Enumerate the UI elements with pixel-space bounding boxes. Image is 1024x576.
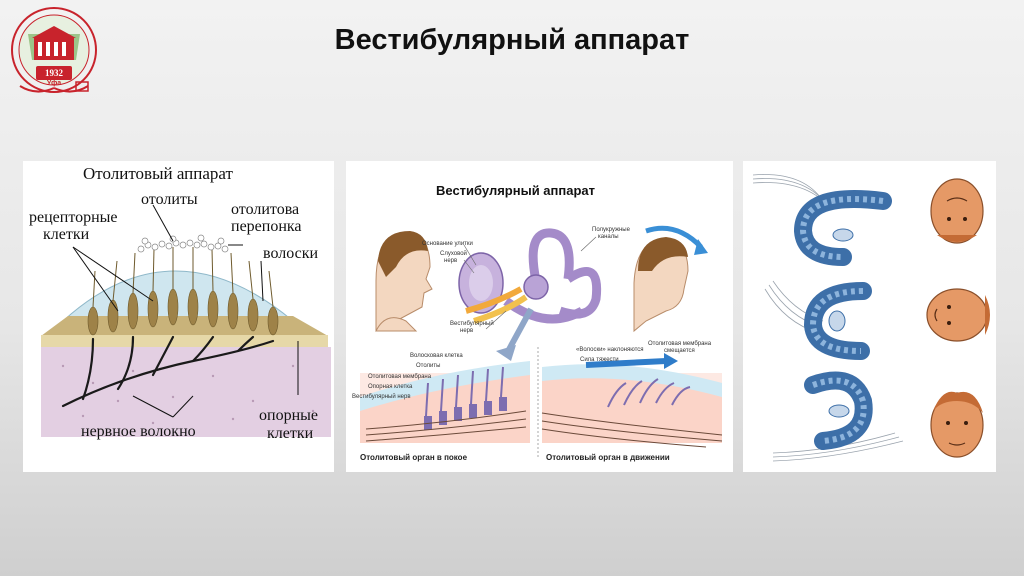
label-receptor-2: клетки — [43, 226, 89, 244]
label-membrane-shift-2: смещается — [664, 348, 695, 355]
label-vestibular-nerve-2: нерв — [460, 328, 473, 335]
label-receptor-1: рецепторные — [29, 209, 118, 227]
vestibular-infographic: Вестибулярный аппарат Основание улитки С… — [346, 161, 733, 472]
label-auditory-nerve-2: нерв — [444, 258, 457, 265]
caption-rest: Отолитовый орган в покое — [360, 453, 467, 462]
panel2-heading: Вестибулярный аппарат — [436, 183, 595, 198]
label-hairs-bend: «Волоски» наклоняются — [576, 347, 644, 354]
face-upright-icon — [931, 392, 983, 457]
head-tilt-diagram — [743, 161, 996, 472]
label-semicircular-2: каналы — [598, 234, 619, 241]
label-otoliths: отолиты — [141, 191, 198, 209]
label-nerve-fiber: нервное волокно — [81, 423, 196, 441]
panel1-heading: Отолитовый аппарат — [83, 165, 233, 183]
otolith-apparatus-diagram: Отолитовый аппарат отолиты отолитова пер… — [23, 161, 334, 472]
label-support-cell: Опорная клетка — [368, 384, 412, 391]
label-semicircular-1: Полукружные — [592, 227, 630, 234]
label-cochlea-base: Основание улитки — [422, 241, 473, 248]
head-tilt-illustration — [743, 161, 996, 472]
logo-year: 1932 — [36, 68, 72, 78]
caption-motion: Отолитовый орган в движении — [546, 453, 670, 462]
label-hair-cell: Волосковая клетка — [410, 353, 463, 360]
label-hairs: волоски — [263, 245, 318, 263]
label-vestibular-nerve-small: Вестибулярный нерв — [352, 394, 411, 401]
vestibular-illustration — [346, 161, 733, 472]
label-membrane-2: перепонка — [231, 218, 302, 236]
face-sideways-icon — [927, 289, 990, 341]
label-membrane-1: отолитова — [231, 201, 299, 219]
face-upside-down-icon — [931, 179, 983, 243]
label-otoliths-small: Отолиты — [416, 363, 440, 370]
label-gravity: Сила тяжести — [580, 357, 619, 364]
slide-title: Вестибулярный аппарат — [0, 24, 1024, 57]
label-otolith-membrane: Отолитовая мембрана — [368, 374, 431, 381]
label-support-2: клетки — [267, 425, 313, 443]
label-membrane-shift-1: Отолитовая мембрана — [648, 341, 711, 348]
label-support-1: опорные — [259, 407, 318, 425]
label-auditory-nerve-1: Слуховой — [440, 251, 467, 258]
logo-city: Уфа — [36, 80, 72, 87]
label-vestibular-nerve-1: Вестибулярный — [450, 321, 494, 328]
